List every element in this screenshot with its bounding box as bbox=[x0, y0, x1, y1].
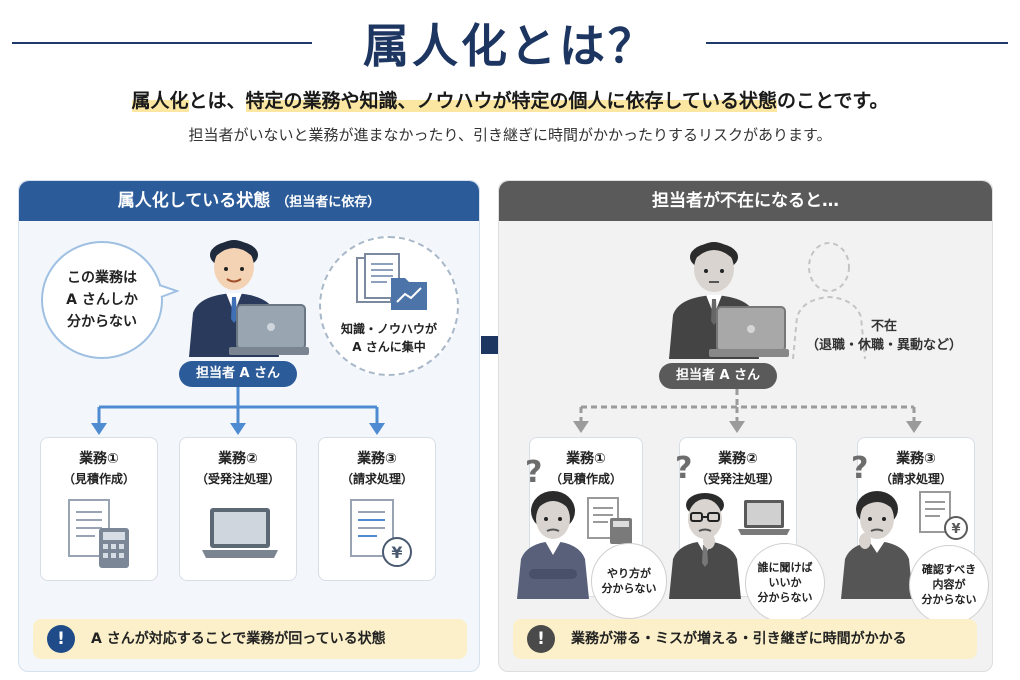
confused-worker-icon bbox=[841, 491, 913, 599]
task-card-billing: 業務③ （請求処理） ¥ bbox=[318, 437, 436, 581]
bubble-line: この業務は bbox=[67, 270, 137, 286]
laptop-icon bbox=[202, 508, 278, 558]
task-name: 業務② bbox=[218, 451, 258, 467]
task-detail: （受発注処理） bbox=[195, 472, 280, 486]
knowledge-caption: 知識・ノウハウが A さんに集中 bbox=[321, 320, 457, 356]
person-at-laptop-icon bbox=[189, 240, 309, 357]
left-panel-subtitle: （担当者に依存） bbox=[276, 195, 381, 210]
speech-bubble: この業務は A さんしか 分からない bbox=[41, 241, 163, 359]
calculator-document-icon bbox=[587, 497, 632, 544]
absent-person-icon bbox=[792, 242, 866, 360]
documents-folder-icon bbox=[356, 253, 427, 310]
title-divider-left bbox=[12, 42, 312, 44]
person-label-badge: 担当者 A さん bbox=[179, 361, 297, 387]
worry-line: やり方が bbox=[607, 567, 651, 580]
bubble-tail bbox=[159, 284, 179, 298]
knowledge-line: A さんに集中 bbox=[352, 340, 426, 354]
absent-caption: 不在 （退職・休職・異動など） bbox=[789, 317, 979, 355]
left-panel-header: 属人化している状態 （担当者に依存） bbox=[19, 181, 479, 221]
person-at-laptop-icon bbox=[669, 242, 789, 359]
laptop-icon bbox=[738, 500, 790, 535]
worry-line: 確認すべき bbox=[921, 563, 977, 576]
left-summary-note: ! A さんが対応することで業務が回っている状態 bbox=[33, 619, 467, 659]
task-card-orders: 業務② （受発注処理） bbox=[179, 437, 297, 581]
lead-connector: とは、 bbox=[188, 90, 246, 112]
task-connector-dashed-arrows bbox=[573, 389, 922, 433]
worry-bubble: 誰に聞けば いいか 分からない bbox=[745, 543, 825, 623]
lead-ending: のことです。 bbox=[776, 90, 889, 112]
dependent-state-panel: 属人化している状態 （担当者に依存） この業務は A さんしか 分からない bbox=[18, 180, 480, 672]
worry-line: 分からない bbox=[601, 582, 657, 595]
question-mark-icon: ? bbox=[675, 451, 693, 486]
task-detail: （請求処理） bbox=[340, 472, 413, 486]
bubble-line: A さんしか bbox=[66, 292, 138, 308]
task-detail: （請求処理） bbox=[879, 472, 952, 486]
worry-line: 分からない bbox=[757, 591, 813, 604]
svg-text:¥: ¥ bbox=[951, 522, 960, 537]
lead-term: 属人化 bbox=[131, 90, 189, 112]
worry-line: 内容が bbox=[932, 578, 966, 591]
lead-definition: 特定の業務や知識、ノウハウが特定の個人に依存している状態 bbox=[245, 90, 777, 112]
yen-document-icon: ¥ bbox=[350, 499, 412, 567]
person-label-badge: 担当者 A さん bbox=[659, 363, 777, 389]
task-detail: （受発注処理） bbox=[695, 472, 780, 486]
right-panel-header: 担当者が不在になると… bbox=[499, 181, 992, 221]
title-divider-right bbox=[706, 42, 1008, 44]
task-name: 業務① bbox=[79, 451, 119, 467]
task-name: 業務③ bbox=[357, 451, 397, 467]
task-card-quote: 業務① （見積作成） bbox=[40, 437, 158, 581]
lead-line-1: 属人化とは、特定の業務や知識、ノウハウが特定の個人に依存している状態のことです。 bbox=[0, 86, 1020, 113]
task-name: 業務② bbox=[718, 451, 758, 467]
title-row: 属人化とは？ bbox=[0, 8, 1020, 73]
confused-worker-icon bbox=[669, 493, 741, 599]
question-mark-icon: ? bbox=[525, 455, 543, 490]
confused-worker-icon bbox=[517, 491, 589, 599]
page-title: 属人化とは？ bbox=[363, 19, 657, 73]
task-detail: （見積作成） bbox=[62, 472, 135, 486]
knowledge-circle: 知識・ノウハウが A さんに集中 bbox=[319, 236, 459, 376]
left-note-text: A さんが対応することで業務が回っている状態 bbox=[91, 631, 386, 647]
svg-text:¥: ¥ bbox=[391, 543, 402, 562]
worry-line: 誰に聞けば bbox=[757, 561, 813, 574]
absence-panel: 担当者が不在になると… 不在 （退職・休職・異動など） 担当者 A さん bbox=[498, 180, 993, 672]
absent-reasons: （退職・休職・異動など） bbox=[805, 338, 962, 353]
task-detail: （見積作成） bbox=[549, 472, 622, 486]
exclamation-icon: ! bbox=[527, 625, 555, 653]
absent-title: 不在 bbox=[870, 319, 897, 334]
task-name: 業務③ bbox=[896, 451, 936, 467]
worry-line: 分からない bbox=[921, 593, 977, 606]
bubble-line: 分からない bbox=[67, 314, 137, 330]
task-name: 業務① bbox=[566, 451, 606, 467]
calculator-document-icon bbox=[68, 499, 129, 568]
exclamation-icon: ! bbox=[47, 625, 75, 653]
lead-line-2: 担当者がいないと業務が進まなかったり、引き継ぎに時間がかかったりするリスクがあり… bbox=[188, 126, 832, 144]
worry-bubble: 確認すべき 内容が 分からない bbox=[909, 545, 989, 625]
task-connector-arrows bbox=[91, 387, 385, 435]
worry-bubble: やり方が 分からない bbox=[591, 543, 667, 619]
question-mark-icon: ? bbox=[851, 451, 869, 486]
knowledge-line: 知識・ノウハウが bbox=[340, 322, 437, 336]
right-summary-note: ! 業務が滞る・ミスが増える・引き継ぎに時間がかかる bbox=[513, 619, 977, 659]
left-panel-title: 属人化している状態 bbox=[117, 191, 271, 211]
worry-line: いいか bbox=[768, 576, 802, 589]
right-note-text: 業務が滞る・ミスが増える・引き継ぎに時間がかかる bbox=[571, 631, 907, 647]
yen-document-icon: ¥ bbox=[919, 491, 968, 540]
